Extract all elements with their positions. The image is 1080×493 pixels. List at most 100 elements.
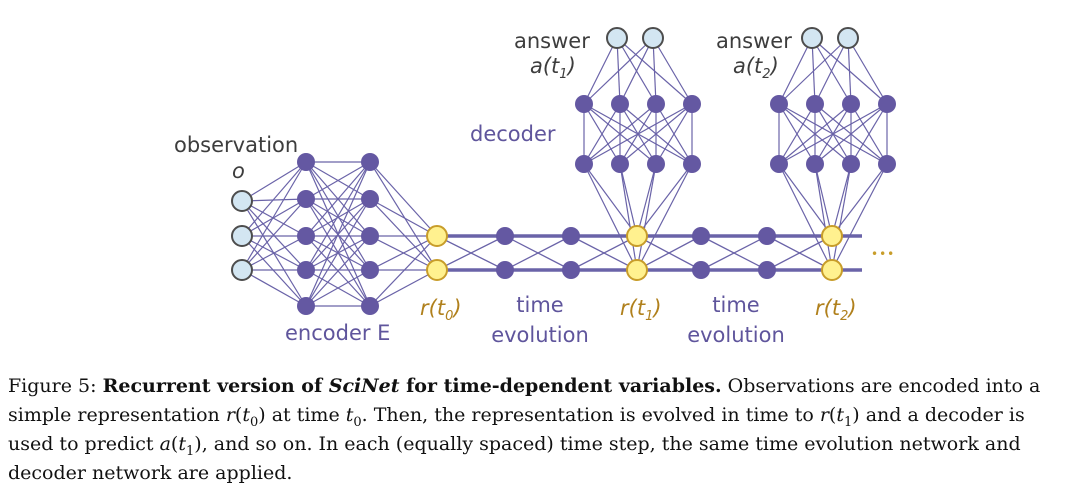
- decoder-edge: [636, 163, 657, 237]
- decoder-edge: [814, 163, 833, 237]
- decoder-edge: [616, 37, 621, 105]
- encoder-edge: [369, 198, 438, 271]
- decoder-edge: [814, 103, 888, 165]
- decoder-edge: [583, 103, 657, 165]
- encoder-edge: [369, 235, 438, 271]
- encoder-edge: [241, 161, 307, 202]
- decoder-hidden-node: [842, 155, 860, 173]
- encoder-edge: [305, 161, 371, 271]
- time-evolution-1-line2: evolution: [491, 323, 589, 347]
- caption-math: ): [258, 404, 266, 426]
- decoder-edge: [831, 163, 888, 237]
- encoder-hidden-node: [297, 153, 315, 171]
- encoder-edge: [305, 161, 371, 307]
- observation-label: observation: [174, 133, 298, 157]
- decoder-edge: [778, 37, 813, 105]
- decoder-edge: [619, 163, 638, 237]
- caption-math: a: [159, 433, 171, 455]
- answer-1-label: answer: [514, 29, 590, 53]
- decoder-edge: [619, 103, 693, 165]
- latent-r-t2-node: [821, 225, 843, 247]
- caption-text-5: , and so on. In each (equally spaced) ti…: [8, 433, 1021, 484]
- observation-symbol: o: [232, 159, 245, 183]
- decoder-hidden-node: [878, 95, 896, 113]
- decoder-hidden-node: [842, 95, 860, 113]
- caption-bold-1: Recurrent version of: [102, 375, 329, 397]
- decoder-edge: [850, 103, 888, 165]
- time-evolution-edge: [636, 235, 702, 271]
- encoder-edge: [305, 198, 371, 237]
- caption-math: ): [194, 433, 202, 455]
- answer-t1-node: [642, 27, 664, 49]
- latent-r-t1-node: [626, 259, 648, 281]
- encoder-label: encoder E: [285, 321, 390, 345]
- observation-input-node: [231, 190, 253, 212]
- decoder-edge: [583, 103, 621, 165]
- decoder-edge: [619, 163, 638, 271]
- decoder-edge: [811, 37, 852, 105]
- decoder-hidden-node: [683, 155, 701, 173]
- r-t1-label: r(t1): [620, 296, 662, 324]
- decoder-edge: [811, 37, 816, 105]
- encoder-hidden-node: [361, 261, 379, 279]
- caption-math: r: [819, 404, 829, 426]
- decoder-edge: [583, 163, 638, 271]
- encoder-edge: [241, 269, 307, 307]
- encoder-hidden-node: [361, 227, 379, 245]
- caption-text-4: and a decoder is used to predict: [8, 404, 1025, 455]
- encoder-edge: [241, 235, 307, 271]
- encoder-edge: [305, 161, 371, 200]
- decoder-hidden-node: [611, 95, 629, 113]
- decoder-hidden-node: [647, 95, 665, 113]
- decoder-edge: [831, 163, 852, 271]
- decoder-edge: [636, 163, 693, 271]
- time-evolution-node: [758, 227, 776, 245]
- decoder-hidden-node: [770, 155, 788, 173]
- encoder-edge: [305, 198, 371, 307]
- decoder-hidden-node: [878, 155, 896, 173]
- answer-2-label: answer: [716, 29, 792, 53]
- encoder-hidden-node: [297, 297, 315, 315]
- time-evolution-edge: [570, 235, 638, 271]
- decoder-hidden-node: [806, 95, 824, 113]
- caption-text-1: Observations are encoded into a simple r…: [8, 375, 1041, 426]
- caption-scinet: SciNet: [328, 375, 400, 397]
- encoder-edge: [241, 200, 307, 237]
- decoder-hidden-node: [683, 95, 701, 113]
- caption-math: (: [234, 404, 243, 426]
- time-evolution-edge: [700, 235, 768, 271]
- encoder-edge: [241, 161, 307, 237]
- caption-math: ): [852, 404, 860, 426]
- decoder-label: decoder: [470, 122, 556, 146]
- time-evolution-node: [496, 227, 514, 245]
- continuation-ellipsis: •••: [871, 247, 895, 261]
- answer-2-symbol: a(t2): [733, 54, 779, 82]
- encoder-hidden-node: [361, 297, 379, 315]
- decoder-edge: [778, 163, 833, 271]
- time-evolution-1-line1: time: [516, 293, 563, 317]
- decoder-edge: [636, 163, 693, 237]
- decoder-edge: [636, 163, 657, 271]
- time-evolution-edge: [766, 235, 833, 271]
- caption-math: (: [170, 433, 179, 455]
- network-nodes: [231, 27, 896, 315]
- caption-math: 1: [843, 414, 853, 430]
- scinet-recurrent-diagram: observation o encoder E decoder answer a…: [174, 27, 896, 347]
- answer-t2-node: [837, 27, 859, 49]
- caption-math: t: [345, 404, 354, 426]
- decoder-edge: [811, 37, 888, 105]
- encoder-hidden-node: [361, 190, 379, 208]
- decoder-edge: [655, 103, 693, 165]
- encoder-edge: [241, 161, 307, 271]
- caption-prefix: Figure 5:: [8, 375, 103, 397]
- time-evolution-node: [496, 261, 514, 279]
- encoder-hidden-node: [297, 190, 315, 208]
- caption-math: t: [242, 404, 250, 426]
- encoder-edge: [305, 161, 371, 237]
- r-t2-label: r(t2): [815, 296, 857, 324]
- decoder-hidden-node: [647, 155, 665, 173]
- caption-math: 0: [353, 414, 362, 430]
- encoder-edge: [241, 198, 307, 237]
- observation-input-node: [231, 259, 253, 281]
